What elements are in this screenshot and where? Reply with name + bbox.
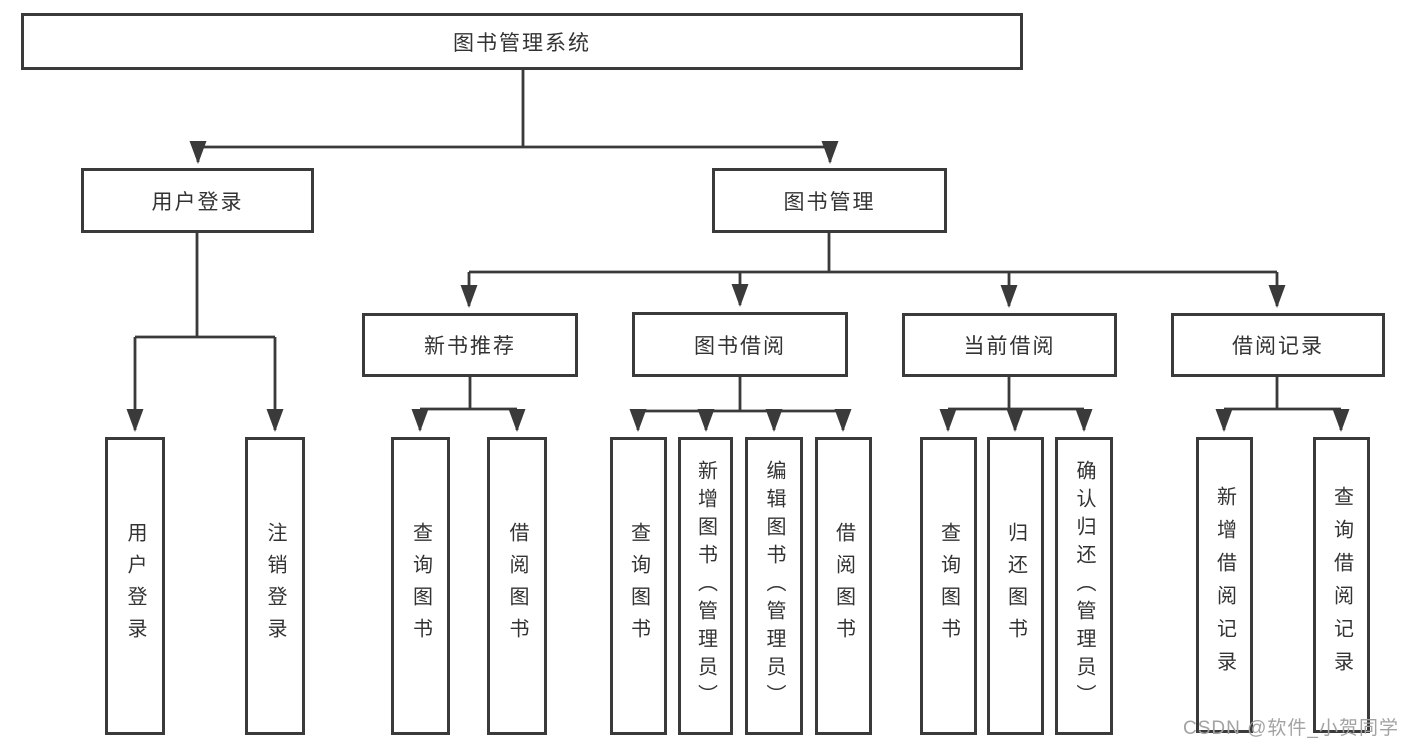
leaf-label: 新增图书（管理员） bbox=[694, 460, 717, 712]
leaf-label: 确认归还（管理员） bbox=[1073, 460, 1095, 712]
leaf-nb-query-book: 查询图书 bbox=[391, 437, 450, 735]
leaf-bb-query-book: 查询图书 bbox=[610, 437, 667, 735]
leaf-label: 编辑图书（管理员） bbox=[763, 460, 785, 712]
node-label: 图书管理系统 bbox=[453, 31, 591, 55]
leaf-cb-confirm-return-admin: 确认归还（管理员） bbox=[1055, 437, 1113, 735]
leaf-label: 借阅图书 bbox=[506, 522, 528, 650]
leaf-label: 查询借阅记录 bbox=[1330, 486, 1353, 684]
node-book-management: 图书管理 bbox=[712, 168, 947, 233]
node-label: 图书借阅 bbox=[694, 334, 786, 358]
leaf-cb-query-book: 查询图书 bbox=[920, 437, 977, 735]
leaf-label: 新增借阅记录 bbox=[1213, 486, 1236, 684]
node-user-login: 用户登录 bbox=[81, 168, 314, 233]
leaf-cb-return-book: 归还图书 bbox=[987, 437, 1044, 735]
node-label: 新书推荐 bbox=[424, 335, 516, 358]
leaf-user-login: 用户登录 bbox=[105, 437, 165, 735]
node-new-book-recommend: 新书推荐 bbox=[362, 313, 578, 377]
node-current-borrow: 当前借阅 bbox=[902, 313, 1117, 377]
node-label: 用户登录 bbox=[151, 190, 244, 214]
node-borrow-record: 借阅记录 bbox=[1171, 313, 1385, 377]
leaf-bb-edit-book-admin: 编辑图书（管理员） bbox=[745, 437, 803, 735]
leaf-br-query-record: 查询借阅记录 bbox=[1313, 437, 1370, 733]
leaf-logout: 注销登录 bbox=[245, 437, 305, 735]
leaf-nb-borrow-book: 借阅图书 bbox=[487, 437, 547, 735]
node-label: 图书管理 bbox=[783, 190, 876, 214]
leaf-label: 归还图书 bbox=[1004, 522, 1027, 650]
leaf-bb-borrow-book: 借阅图书 bbox=[815, 437, 872, 735]
node-label: 借阅记录 bbox=[1232, 335, 1324, 358]
leaf-bb-add-book-admin: 新增图书（管理员） bbox=[678, 437, 733, 735]
node-root: 图书管理系统 bbox=[21, 13, 1023, 70]
node-book-borrow: 图书借阅 bbox=[632, 312, 848, 377]
leaf-label: 查询图书 bbox=[937, 522, 960, 650]
leaf-br-add-record: 新增借阅记录 bbox=[1196, 437, 1253, 733]
leaf-label: 注销登录 bbox=[264, 522, 286, 650]
leaf-label: 查询图书 bbox=[627, 522, 650, 650]
csdn-watermark: CSDN @软件_小贺同学 bbox=[1183, 718, 1399, 739]
node-label: 当前借阅 bbox=[963, 335, 1056, 358]
leaf-label: 查询图书 bbox=[409, 522, 432, 650]
leaf-label: 用户登录 bbox=[124, 522, 146, 650]
leaf-label: 借阅图书 bbox=[832, 522, 855, 650]
